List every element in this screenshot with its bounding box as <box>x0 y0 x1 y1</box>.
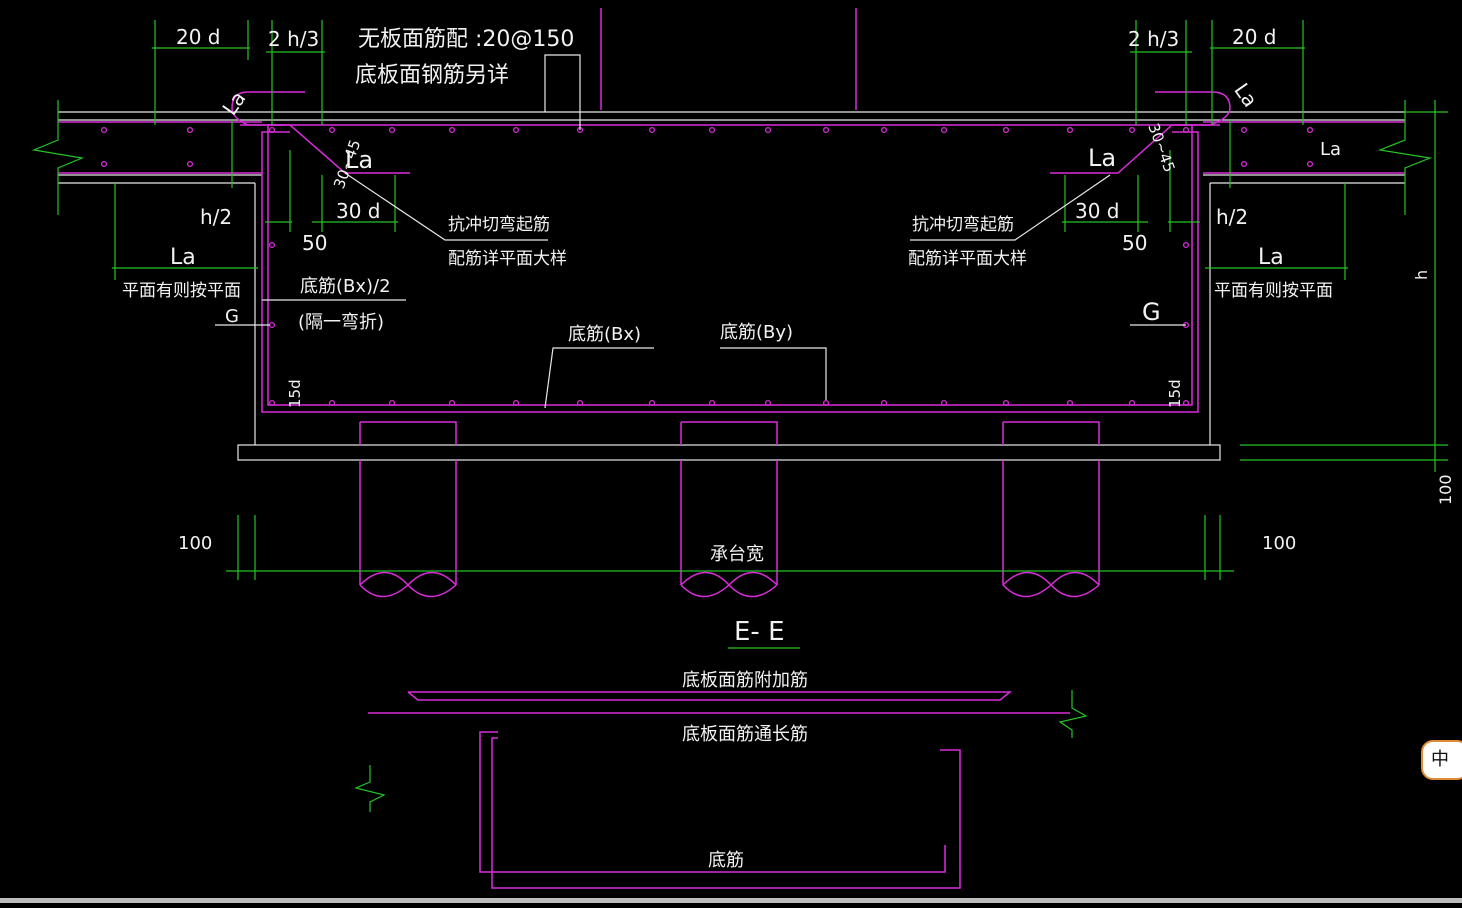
bend-bar-right-1: 抗冲切弯起筋 <box>912 215 1014 235</box>
dim-50-right: 50 <box>1122 231 1147 255</box>
slab <box>58 111 1405 184</box>
dim-20d-left: 20 d <box>176 25 221 49</box>
leaders <box>215 54 1186 409</box>
dim-2h3-right: 2 h/3 <box>1128 27 1179 51</box>
cap-width: 承台宽 <box>710 544 764 565</box>
break-line <box>354 765 386 812</box>
top-rebar <box>231 91 1231 126</box>
dim-15d-right: 15d <box>1166 379 1184 408</box>
dim-30d-right: 30 d <box>1075 199 1120 223</box>
la-slab-right: La <box>1320 139 1341 160</box>
dim-h: h <box>1412 270 1431 280</box>
bottom-bar-by: 底筋(By) <box>720 322 793 343</box>
break-line <box>1377 100 1433 215</box>
bar-details <box>368 691 1070 889</box>
plan-note-left: 平面有则按平面 <box>122 281 241 301</box>
g-right: G <box>1142 298 1161 326</box>
break-line <box>1058 690 1088 738</box>
bottom-bar-bx: 底筋(Bx) <box>568 324 641 345</box>
punching-bent-bars <box>240 124 1220 174</box>
la-bottom-right: La <box>1258 245 1284 270</box>
rebar-dots <box>100 126 1314 407</box>
ime-indicator[interactable]: 中 <box>1421 740 1462 780</box>
bottom-rebar-cage <box>261 124 1199 413</box>
dim-100-left: 100 <box>178 533 212 554</box>
dim-100-vertical: 100 <box>1436 474 1455 505</box>
bend-bar-right-2: 配筋详平面大样 <box>908 249 1027 269</box>
bottom-bar-half-2: (隔一弯折) <box>298 312 384 333</box>
angle-right: 30~45 <box>1144 121 1178 175</box>
top-note-line-1: 无板面筋配 :20@150 <box>358 27 574 52</box>
ime-label: 中 <box>1431 749 1449 770</box>
bend-bar-left-1: 抗冲切弯起筋 <box>448 215 550 235</box>
bottom-bar-half-1: 底筋(Bx)/2 <box>300 276 391 297</box>
additional-top-bar: 底板面筋附加筋 <box>682 670 808 691</box>
g-left: G <box>225 306 239 327</box>
la-right: La <box>1088 144 1116 172</box>
dim-20d-right: 20 d <box>1232 25 1277 49</box>
dim-h2-left: h/2 <box>200 205 232 229</box>
break-line <box>31 100 85 215</box>
window-bottom-edge <box>0 898 1462 903</box>
dim-2h3-left: 2 h/3 <box>268 27 319 51</box>
la-bottom-left: La <box>170 245 196 270</box>
dim-15d-left: 15d <box>286 379 304 408</box>
section-title: E- E <box>734 617 785 647</box>
dimension-lines <box>112 20 1448 580</box>
continuous-top-bar: 底板面筋通长筋 <box>682 724 808 745</box>
piles <box>359 421 1100 598</box>
dim-h2-right: h/2 <box>1216 205 1248 229</box>
la-slant-right: La <box>1229 79 1262 112</box>
la-left: La <box>345 146 373 174</box>
dim-100-right: 100 <box>1262 533 1296 554</box>
dim-50-left: 50 <box>302 231 327 255</box>
labels: 无板面筋配 :20@150 底板面钢筋另详 20 d 2 h/3 2 h/3 2… <box>122 25 1455 871</box>
pile-cap-outline <box>237 183 1221 461</box>
bend-bar-left-2: 配筋详平面大样 <box>448 249 567 269</box>
bottom-bar-detail: 底筋 <box>708 850 744 871</box>
top-note-line-2: 底板面钢筋另详 <box>355 63 509 88</box>
dim-30d-left: 30 d <box>336 199 381 223</box>
plan-note-right: 平面有则按平面 <box>1214 281 1333 301</box>
